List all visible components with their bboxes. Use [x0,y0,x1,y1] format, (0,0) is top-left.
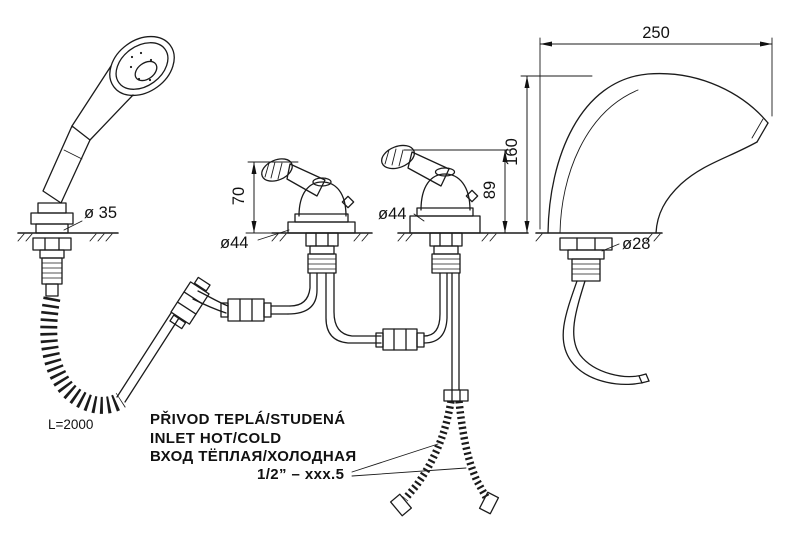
inlet-hoses [389,272,500,517]
dim-160 [520,75,593,234]
spout-tube [562,280,650,386]
pipe-union [375,328,425,351]
note-russian: ВХОД ТЁПЛАЯ/ХОЛОДНАЯ [150,448,357,465]
spout [547,72,769,282]
hand-shower [30,35,175,297]
valve-left [261,158,356,274]
diameter-leaders [63,213,620,252]
hose-length-label: L=2000 [48,417,93,432]
hose-run [116,272,318,403]
spray-holes [129,51,153,82]
deck-surface [17,232,663,242]
note-english: INLET HOT/COLD [150,430,281,447]
valve-left-diameter-label: ø44 [220,234,248,252]
valve-right-diameter-label: ø44 [378,205,406,223]
interconnect-piping [325,272,448,351]
dim-250 [539,37,773,230]
hose-fitting-right [478,491,500,515]
dim-160-label: 160 [503,138,521,166]
note-thread-size: 1/2” – xxx.5 [257,466,344,483]
shower-hose-coil [40,296,126,414]
dim-70-label: 70 [230,187,248,205]
dim-89-label: 89 [481,181,499,199]
shower-diameter-label: ø 35 [84,204,117,222]
note-leaders [351,443,467,477]
valve-right [381,144,481,274]
dim-89 [403,149,512,234]
hose-fitting-left [389,493,413,517]
hose-union-horizontal [220,298,272,322]
hose-union-angled [169,276,211,330]
dim-250-label: 250 [642,24,670,42]
dim-70 [245,161,299,234]
spout-diameter-label: ø28 [622,235,650,253]
note-czech: PŘIVOD TEPLÁ/STUDENÁ [150,410,346,428]
inlet-notes: PŘIVOD TEPLÁ/STUDENÁ INLET HOT/COLD ВХОД… [150,410,357,483]
